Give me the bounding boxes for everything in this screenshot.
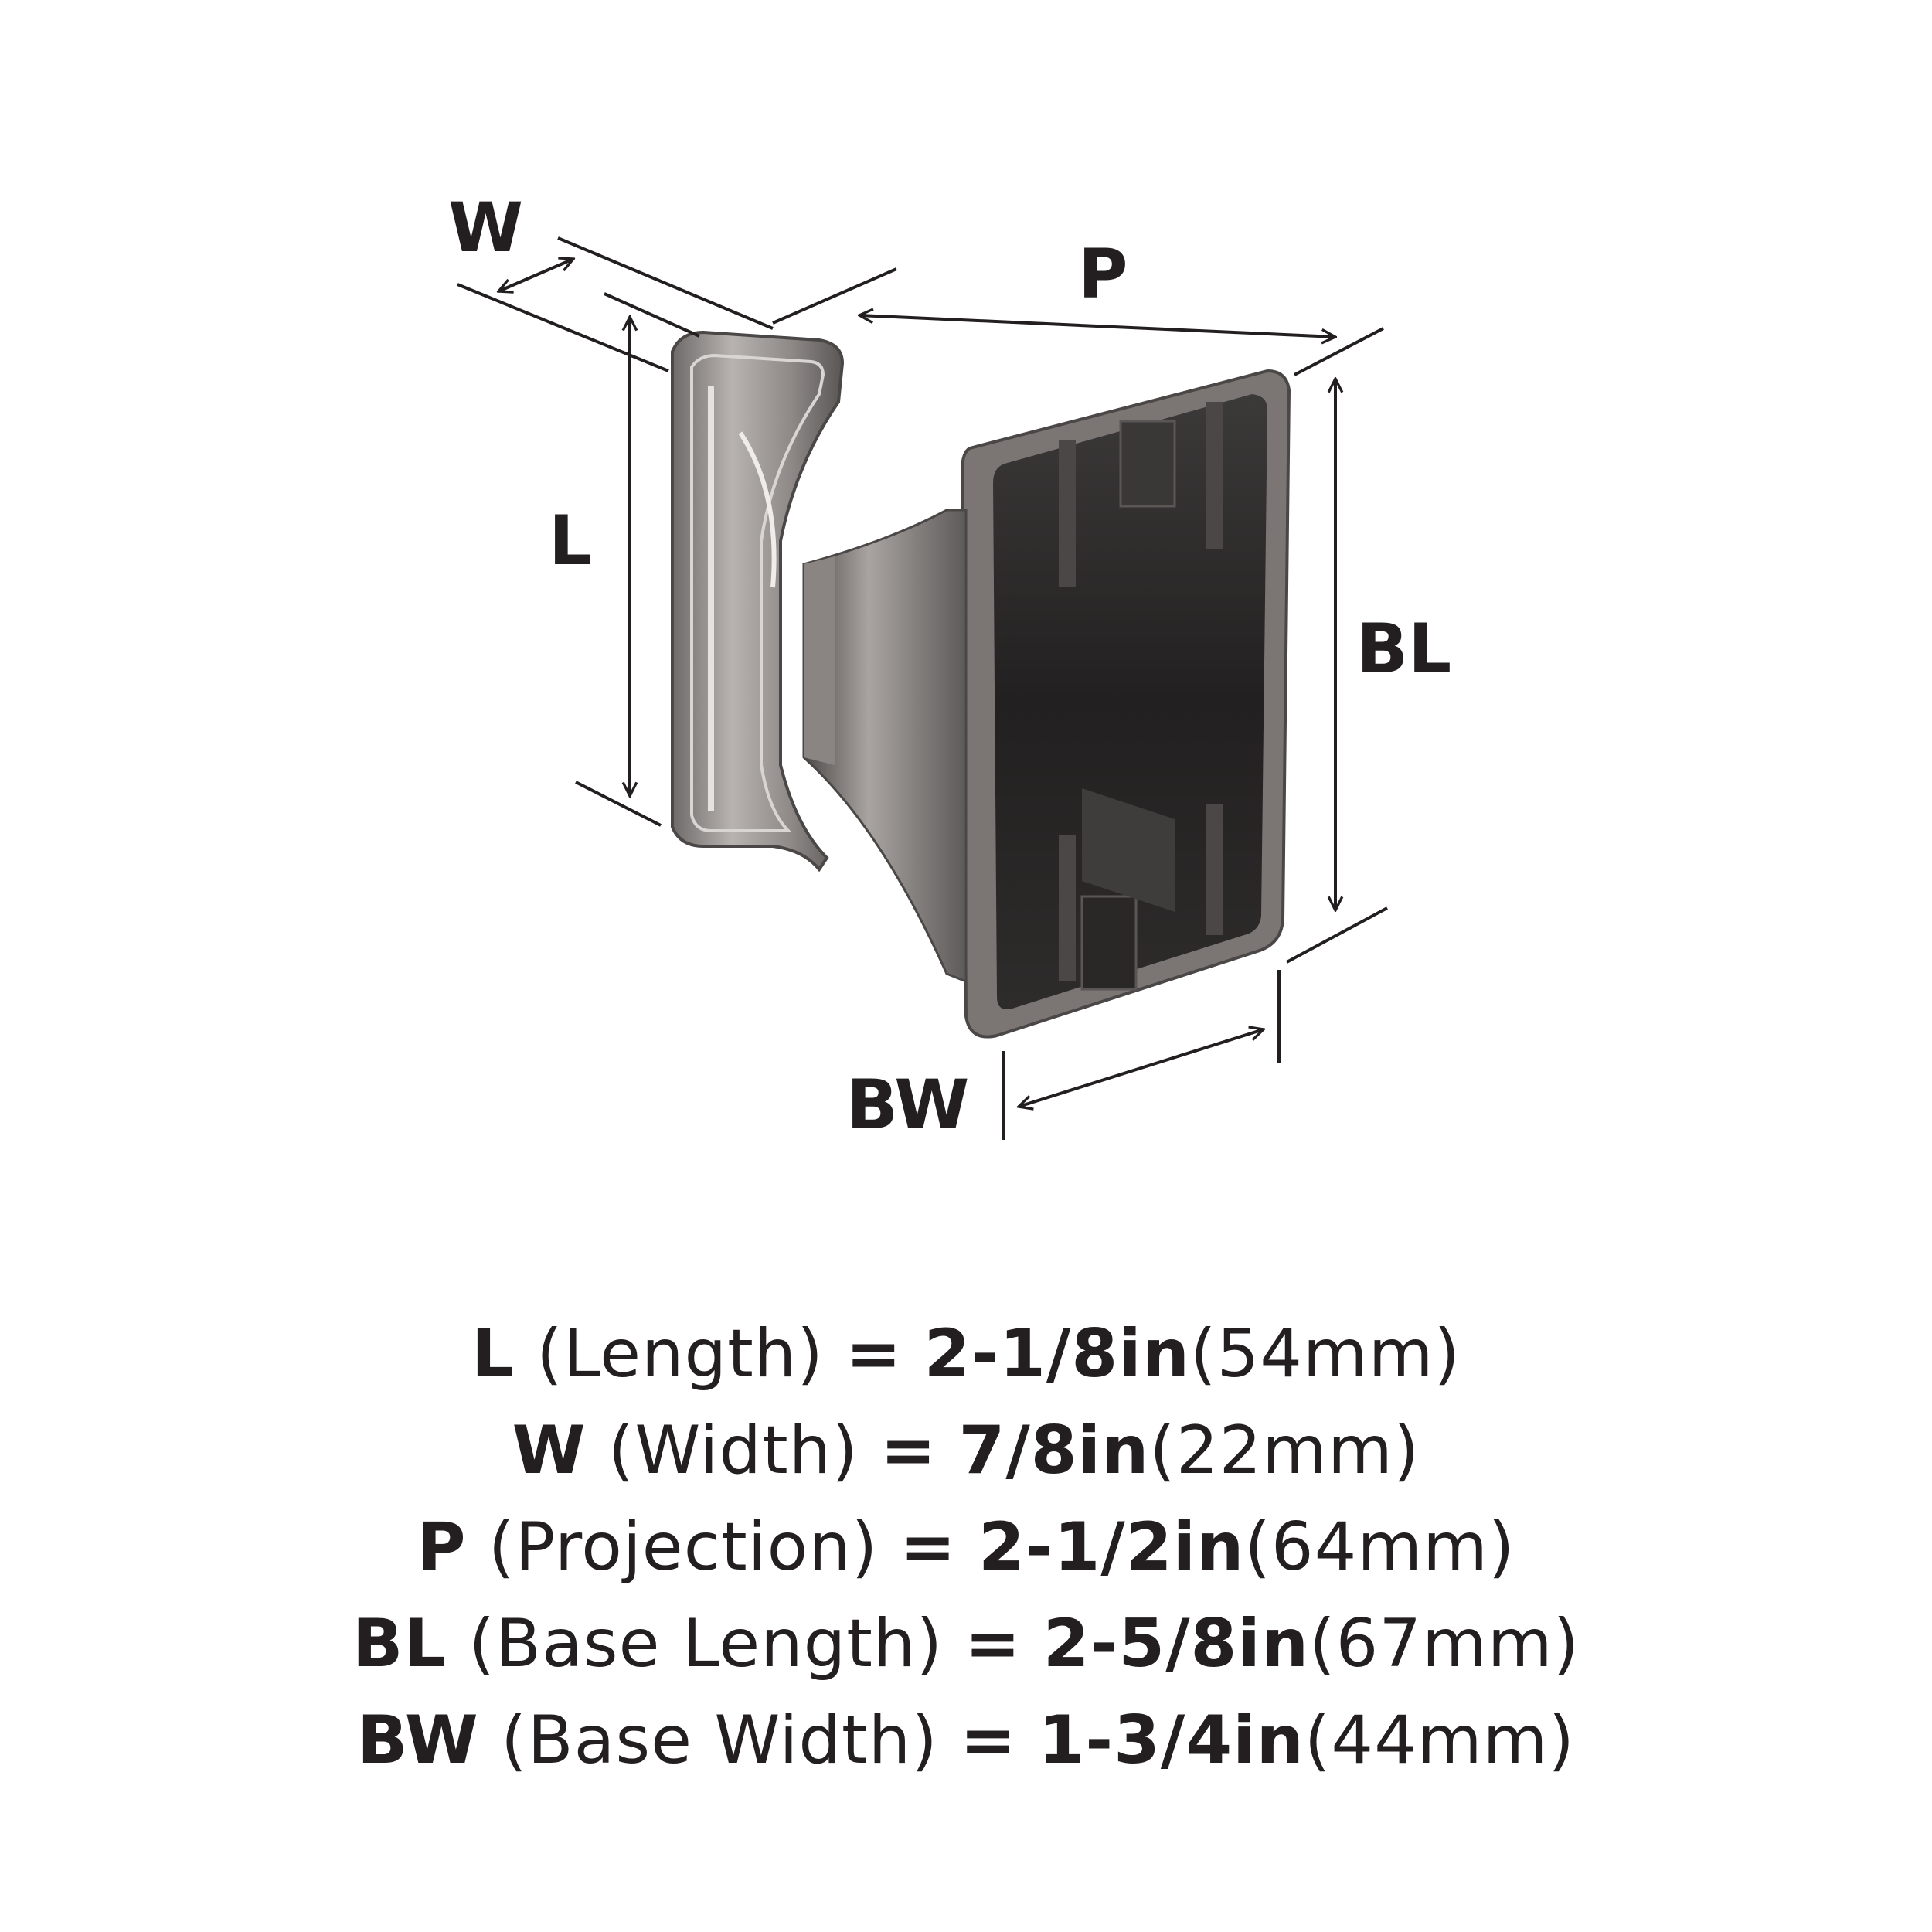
spec-eq: = <box>964 1605 1022 1682</box>
spec-imperial: 2-1/8in <box>923 1315 1190 1393</box>
spec-eq: = <box>880 1412 937 1489</box>
spec-code: BW <box>357 1702 479 1779</box>
spec-eq: = <box>900 1509 957 1586</box>
spec-eq: = <box>960 1702 1017 1779</box>
spec-name: (Width) <box>607 1412 859 1489</box>
spec-metric: (22mm) <box>1149 1412 1420 1489</box>
spec-name: (Base Width) <box>501 1702 938 1779</box>
spec-code: W <box>512 1412 587 1489</box>
spec-code: P <box>417 1509 467 1586</box>
spec-imperial: 7/8in <box>958 1412 1150 1489</box>
spec-metric: (67mm) <box>1309 1605 1580 1682</box>
spec-line-width: W (Width) = 7/8in(22mm) <box>0 1403 1932 1499</box>
bw-label: BW <box>846 1065 969 1145</box>
spec-name: (Base Length) <box>468 1605 944 1682</box>
spec-code: BL <box>352 1605 447 1682</box>
spec-name: (Projection) <box>488 1509 879 1586</box>
spec-metric: (54mm) <box>1189 1315 1461 1393</box>
w-label: W <box>448 188 523 267</box>
spec-line-length: L (Length) = 2-1/8in(54mm) <box>0 1306 1932 1403</box>
spec-line-projection: P (Projection) = 2-1/2in(64mm) <box>0 1499 1932 1596</box>
dimension-lines <box>457 236 1388 1140</box>
spec-metric: (44mm) <box>1304 1702 1575 1779</box>
p-label: P <box>1078 234 1128 314</box>
spec-metric: (64mm) <box>1244 1509 1515 1586</box>
spec-name: (Length) <box>536 1315 824 1393</box>
spec-eq: = <box>845 1315 903 1393</box>
spec-imperial: 2-5/8in <box>1043 1605 1310 1682</box>
spec-imperial: 2-1/2in <box>978 1509 1245 1586</box>
spec-line-base-length: BL (Base Length) = 2-5/8in(67mm) <box>0 1596 1932 1692</box>
spec-line-base-width: BW (Base Width) = 1-3/4in(44mm) <box>0 1692 1932 1789</box>
cabinet-knob-illustration <box>671 330 1291 1039</box>
l-label: L <box>549 501 592 580</box>
product-dimension-diagram: W P L BL BW <box>448 188 1451 1145</box>
dimension-specs: L (Length) = 2-1/8in(54mm) W (Width) = 7… <box>0 1306 1932 1789</box>
spec-imperial: 1-3/4in <box>1038 1702 1304 1779</box>
bl-label: BL <box>1356 609 1451 689</box>
spec-code: L <box>471 1315 515 1393</box>
